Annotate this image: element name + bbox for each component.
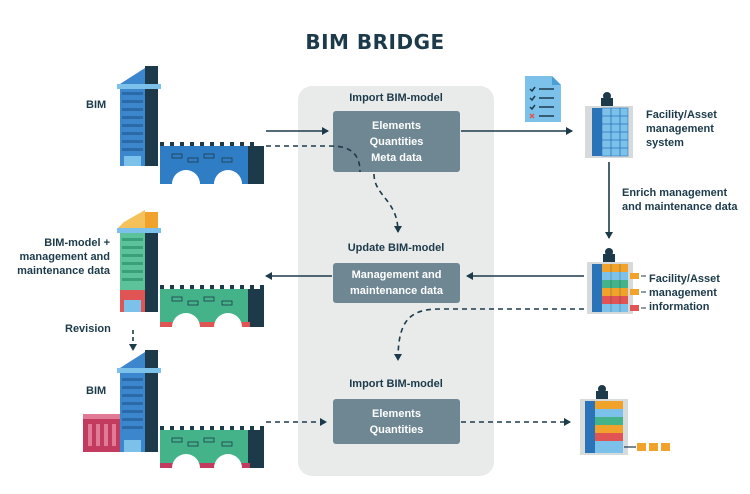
fm-information-building-icon xyxy=(587,248,646,314)
import-heading-bottom: Import BIM-model xyxy=(349,378,443,390)
box-line-quantities: Quantities xyxy=(369,423,424,436)
box-line-management: Management and xyxy=(351,269,442,281)
import-box-bottom: Elements Quantities xyxy=(333,399,460,444)
bim-bridge-bottom-icon xyxy=(160,426,264,468)
label-line: system xyxy=(646,137,684,149)
update-heading: Update BIM-model xyxy=(347,242,445,254)
box-line-quantities: Quantities xyxy=(369,135,424,148)
box-line-metadata: Meta data xyxy=(371,151,422,164)
bim-label-bottom: BIM xyxy=(86,385,107,397)
checklist-document-icon xyxy=(525,76,561,122)
box-line-elements: Elements xyxy=(372,119,421,132)
fm-output-building-icon xyxy=(580,385,670,455)
bim-bridge-mid-icon xyxy=(160,285,264,327)
label-line: management and xyxy=(19,251,110,263)
enrich-label: Enrich management and maintenance data xyxy=(622,186,738,214)
label-line: maintenance data xyxy=(17,265,110,277)
box-line-elements: Elements xyxy=(372,407,421,420)
update-box: Management and maintenance data xyxy=(333,263,460,303)
import-heading-top: Import BIM-model xyxy=(349,92,443,104)
label-line: Facility/Asset xyxy=(646,109,717,121)
label-line: information xyxy=(649,301,710,313)
bim-model-plus-label: BIM-model + management and maintenance d… xyxy=(0,236,110,278)
bim-building-mid-icon xyxy=(117,210,161,312)
revision-label: Revision xyxy=(65,323,111,335)
diagram-title: BIM BRIDGE xyxy=(305,30,445,54)
label-line: BIM-model + xyxy=(44,237,110,249)
bim-label-top: BIM xyxy=(86,99,107,111)
label-line: Facility/Asset xyxy=(649,273,720,285)
label-line: and maintenance data xyxy=(622,201,738,213)
bim-buildings-bottom-icon xyxy=(83,350,161,452)
label-line: Enrich management xyxy=(622,187,728,199)
label-line: management xyxy=(649,287,717,299)
fams-label: Facility/Asset management system xyxy=(646,108,717,150)
box-line-maintenance: maintenance data xyxy=(350,285,443,297)
import-box-top: Elements Quantities Meta data xyxy=(333,111,460,172)
fm-system-building-icon xyxy=(585,92,633,158)
bim-building-top-icon xyxy=(117,66,161,166)
label-line: management xyxy=(646,123,714,135)
fami-label: Facility/Asset management information xyxy=(649,272,720,314)
bim-bridge-top-icon xyxy=(160,142,264,184)
